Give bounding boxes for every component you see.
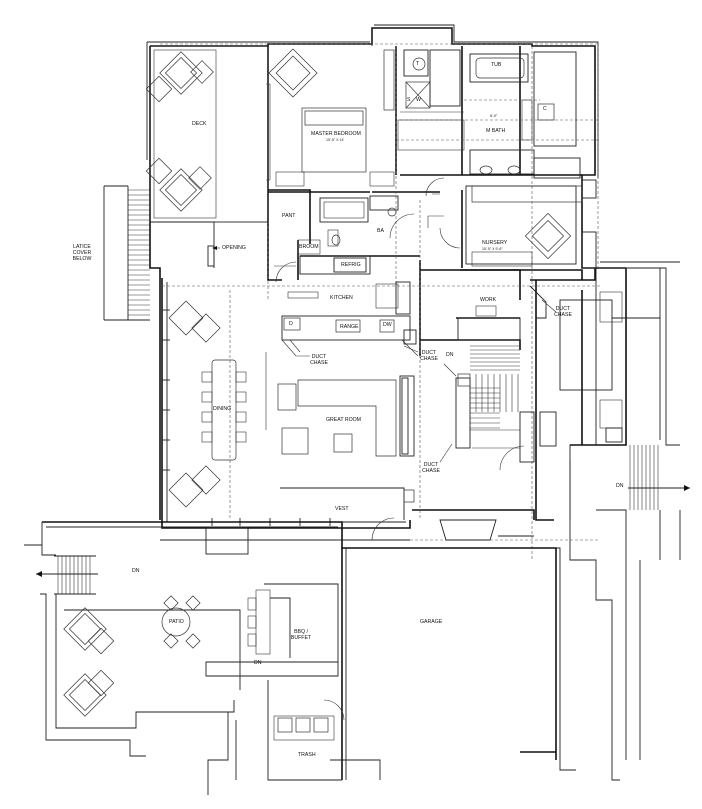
master-bath-fixtures <box>397 49 581 179</box>
master-bedroom-dimensions: 15'-5" X 14' <box>326 138 345 142</box>
dn-bbq-label: DN <box>254 660 262 666</box>
duct-chase-right-label: DUCT CHASE <box>554 306 572 318</box>
closet-label: C <box>543 106 547 112</box>
ba-label: BA <box>377 228 384 234</box>
dw-label: DW <box>383 322 392 328</box>
master-bedroom-label: MASTER BEDROOM <box>311 131 361 137</box>
bbq-buffet-label: BBQ / BUFFET <box>290 629 312 641</box>
lattice-cover-text: LATICE COVER BELOW <box>72 244 92 262</box>
pantry-label: PANT <box>282 213 296 219</box>
vest-label: VEST <box>335 506 349 512</box>
opening-label: OPENING <box>222 245 246 251</box>
lower-level-walls <box>24 519 576 795</box>
deck <box>145 45 269 267</box>
dining-furniture <box>168 300 247 508</box>
wash-label: W <box>416 97 421 103</box>
disposal-label: D <box>289 321 293 327</box>
lattice-steps <box>103 185 150 321</box>
m-bath-label: M BATH <box>486 128 506 134</box>
tub-label: TUB <box>491 62 502 68</box>
m-bath-dimensions: 8'-9" <box>490 114 498 118</box>
patio-stair-treads <box>54 555 96 595</box>
lattice-cover-label: LATICE COVER BELOW <box>64 244 100 262</box>
nursery-label: NURSERY <box>482 240 508 246</box>
right-stair-treads <box>629 445 659 510</box>
refrig-label: REFRIG <box>341 262 361 268</box>
work-label: WORK <box>480 297 497 303</box>
duct-chase-stair-label: DUCT CHASE <box>422 462 440 474</box>
work-stair <box>455 285 557 471</box>
right-wing <box>559 291 681 781</box>
broom-label: BROOM <box>299 244 319 250</box>
range-label: RANGE <box>340 324 359 330</box>
duct-chase-kitchen-label: DUCT CHASE <box>310 354 328 366</box>
trash-label: TRASH <box>298 752 316 758</box>
dn-patio-label: DN <box>132 568 140 574</box>
patio-label: PATIO <box>169 619 184 625</box>
master-bedroom-furniture <box>266 48 395 187</box>
kitchen-fixtures <box>274 255 419 357</box>
kitchen-label: KITCHEN <box>330 295 353 301</box>
pantry-bath-fixtures <box>297 177 461 255</box>
great-room-furniture <box>265 352 415 541</box>
great-room-label: GREAT ROOM <box>326 417 361 423</box>
dining-label: DINING <box>213 406 232 412</box>
deck-label: DECK <box>192 121 207 127</box>
toilet-label: T <box>416 61 420 67</box>
duct-chase-work-label: DUCT CHASE <box>420 350 438 362</box>
direction-arrows <box>36 246 690 577</box>
dn-right-label: DN <box>616 483 624 489</box>
dn-stair-label: DN <box>446 352 454 358</box>
stair-treads <box>470 345 520 429</box>
leader-lines <box>289 299 557 463</box>
nursery-furniture <box>465 179 597 269</box>
nursery-dimensions: 15'-5" X 9'-6" <box>482 247 503 251</box>
shower-label: S <box>407 97 411 103</box>
garage-label: GARAGE <box>420 619 443 625</box>
exterior-walls <box>146 24 680 529</box>
